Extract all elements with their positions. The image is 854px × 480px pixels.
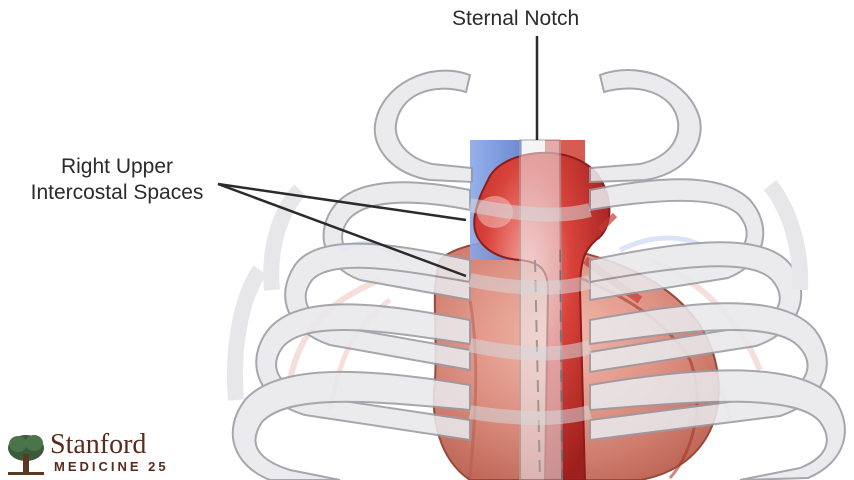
ribs-left [233, 71, 472, 480]
logo-subtitle: MEDICINE 25 [54, 459, 169, 475]
right-upper-label-line2: Intercostal Spaces [10, 180, 224, 206]
right-upper-label-line1: Right Upper [10, 154, 224, 180]
sternum [520, 140, 562, 480]
sternal-notch-label: Sternal Notch [452, 6, 579, 32]
tree-icon [8, 435, 44, 475]
ribs-right [590, 70, 845, 480]
logo-name: Stanford [50, 430, 146, 460]
right-upper-intercostal-label: Right Upper Intercostal Spaces [10, 154, 224, 206]
